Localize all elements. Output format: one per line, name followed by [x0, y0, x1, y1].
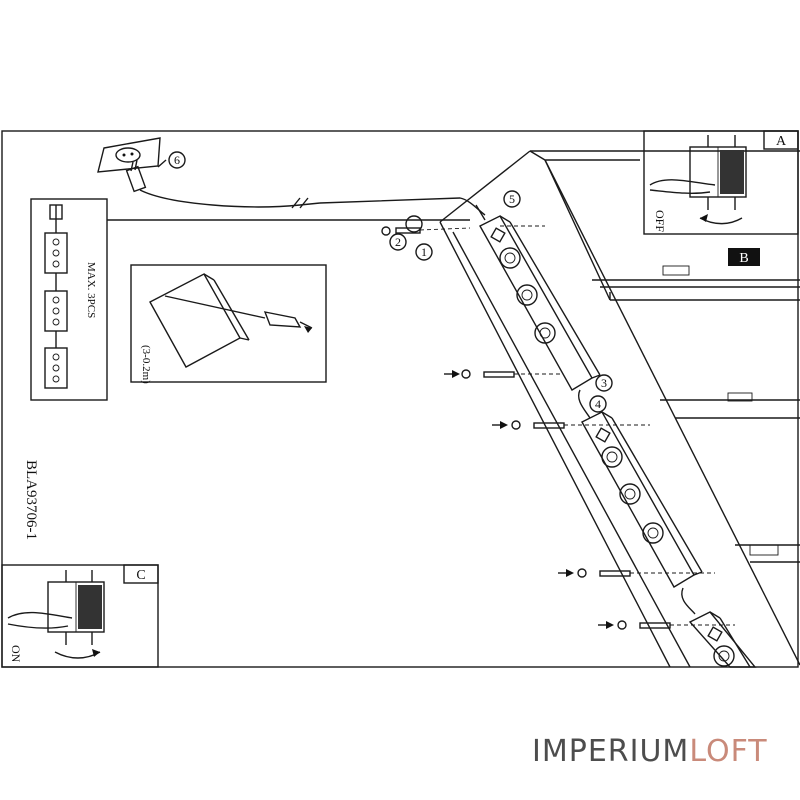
- screw-group-2: [444, 369, 560, 379]
- panel-a-label: A: [776, 134, 787, 149]
- wall-socket: [97, 137, 161, 173]
- screw-group-3: [492, 420, 650, 430]
- max-connection-panel: MAX. 3PCS: [30, 198, 470, 401]
- panel-c-switch-on: C ON: [1, 564, 159, 668]
- connector-2: [681, 587, 696, 615]
- step-6-label: 6: [174, 153, 180, 167]
- step-2-marker: 2: [389, 233, 407, 251]
- figure-code: BLA93706-1: [23, 460, 39, 540]
- on-label: ON: [9, 645, 23, 663]
- step-5-label: 5: [509, 192, 515, 206]
- step-5-marker: 5: [503, 190, 521, 208]
- watermark-logo: IMPERIUMLOFT: [532, 732, 768, 772]
- watermark-part-1: IMPERIUM: [532, 734, 690, 769]
- connector-1: [578, 389, 591, 419]
- screw-group-1: [381, 215, 471, 236]
- step-3-label: 3: [601, 376, 607, 390]
- cabinet-lines: [439, 150, 800, 668]
- panel-b-label: B: [739, 251, 748, 266]
- diagram-frame: [1, 130, 799, 668]
- step-6-marker: 6: [157, 151, 186, 169]
- step-1-label: 1: [421, 245, 427, 259]
- step-3-marker: 3: [595, 374, 613, 392]
- off-label: OFF: [653, 210, 667, 232]
- panel-c-label: C: [136, 568, 145, 583]
- step-2-label: 2: [395, 235, 401, 249]
- light-bar-2: [581, 411, 703, 588]
- screw-group-4: [558, 568, 715, 578]
- screw-group-5: [598, 620, 735, 630]
- step-4-marker: 4: [589, 395, 607, 413]
- screwdriver-inset: (3-0.2m): [130, 264, 327, 384]
- power-cable: [139, 189, 321, 208]
- step-1-marker: 1: [415, 243, 433, 261]
- panel-a-switch-off: A OFF: [643, 130, 799, 235]
- max-pcs-label: MAX. 3PCS: [85, 262, 97, 318]
- panel-b: B: [728, 248, 760, 266]
- step-4-label: 4: [595, 397, 601, 411]
- light-bar-1: [479, 215, 601, 391]
- power-plug: [125, 159, 147, 193]
- watermark-part-2: LOFT: [689, 734, 768, 769]
- light-bar-3: [688, 611, 757, 668]
- cable-spec-label: (3-0.2m): [140, 345, 152, 384]
